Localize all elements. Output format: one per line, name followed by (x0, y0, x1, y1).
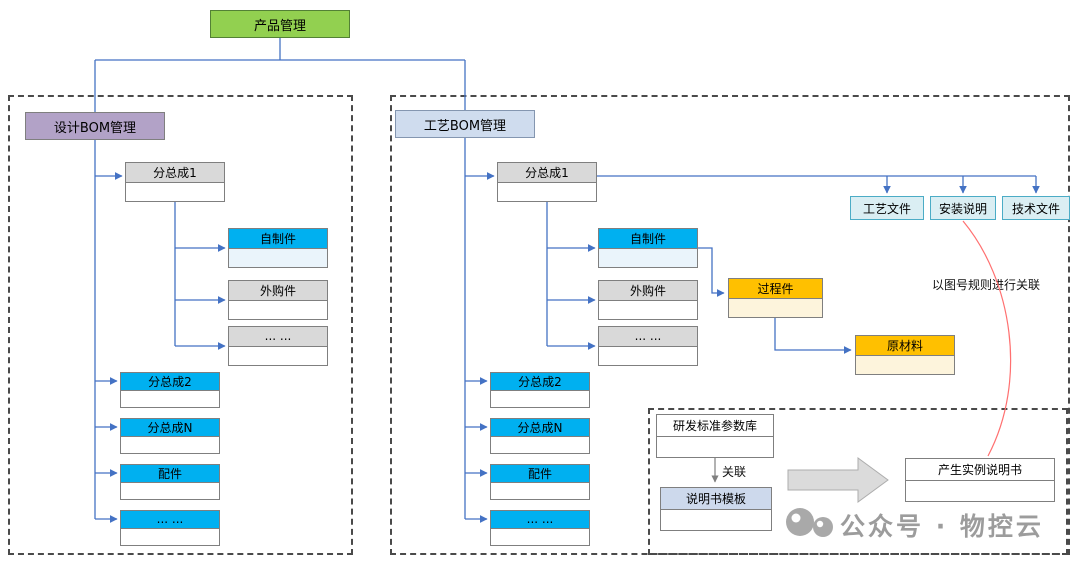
technical-file-box: 技术文件 (1002, 196, 1070, 220)
left-ellipsis-child-body (229, 346, 327, 365)
left-ellipsis-item-label: ... ... (121, 511, 219, 529)
left-subassembly-1-body (126, 182, 224, 201)
right-purchased-label: 外购件 (599, 281, 697, 301)
instance-manual-body (906, 480, 1054, 501)
param-library-node: 研发标准参数库 (656, 414, 774, 458)
right-subassembly-2-node: 分总成2 (490, 372, 590, 408)
right-ellipsis-item-body (491, 528, 589, 545)
left-ellipsis-item-body (121, 528, 219, 545)
drawing-number-rule-note: 以图号规则进行关联 (932, 278, 1041, 292)
left-purchased-body (229, 300, 327, 319)
left-selfmade-body (229, 248, 327, 267)
left-subassembly-2-label: 分总成2 (121, 373, 219, 391)
right-subassembly-1-body (498, 182, 596, 201)
right-purchased-body (599, 300, 697, 319)
left-accessories-body (121, 483, 219, 499)
right-ellipsis-child-label: ... ... (599, 327, 697, 347)
right-subassembly-2-label: 分总成2 (491, 373, 589, 391)
process-part-body (729, 298, 822, 317)
process-part-node: 过程件 (728, 278, 823, 318)
raw-material-body (856, 355, 954, 374)
param-library-body (657, 436, 773, 457)
design-bom-panel (8, 95, 353, 555)
right-accessories-label: 配件 (491, 465, 589, 483)
process-bom-label: 工艺BOM管理 (423, 118, 507, 134)
process-bom-header: 工艺BOM管理 (395, 110, 535, 138)
left-subassembly-2-node: 分总成2 (120, 372, 220, 408)
left-accessories-label: 配件 (121, 465, 219, 483)
manual-template-body (661, 509, 771, 530)
manual-template-label: 说明书模板 (661, 488, 771, 510)
right-ellipsis-item-node: ... ... (490, 510, 590, 546)
process-part-label: 过程件 (729, 279, 822, 299)
install-instruction-box: 安装说明 (930, 196, 996, 220)
right-selfmade-node: 自制件 (598, 228, 698, 268)
right-subassembly-1-label: 分总成1 (498, 163, 596, 183)
right-purchased-node: 外购件 (598, 280, 698, 320)
product-management-label: 产品管理 (253, 18, 306, 34)
raw-material-node: 原材料 (855, 335, 955, 375)
process-file-label: 工艺文件 (862, 201, 911, 216)
design-bom-label: 设计BOM管理 (53, 120, 137, 136)
left-ellipsis-child-label: ... ... (229, 327, 327, 347)
raw-material-label: 原材料 (856, 336, 954, 356)
association-label: 关联 (722, 465, 747, 479)
right-subassembly-n-node: 分总成N (490, 418, 590, 454)
left-subassembly-n-body (121, 437, 219, 453)
install-instruction-label: 安装说明 (938, 201, 987, 216)
left-subassembly-2-body (121, 391, 219, 407)
manual-template-node: 说明书模板 (660, 487, 772, 531)
technical-file-label: 技术文件 (1011, 201, 1060, 216)
right-ellipsis-item-label: ... ... (491, 511, 589, 529)
right-subassembly-n-label: 分总成N (491, 419, 589, 437)
left-subassembly-n-label: 分总成N (121, 419, 219, 437)
right-selfmade-body (599, 248, 697, 267)
left-subassembly-1-label: 分总成1 (126, 163, 224, 183)
left-selfmade-label: 自制件 (229, 229, 327, 249)
right-subassembly-1-node: 分总成1 (497, 162, 597, 202)
design-bom-header: 设计BOM管理 (25, 112, 165, 140)
right-accessories-node: 配件 (490, 464, 590, 500)
process-file-box: 工艺文件 (850, 196, 924, 220)
watermark-text: 公众号 · 物控云 (840, 512, 1044, 541)
right-accessories-body (491, 483, 589, 499)
right-selfmade-label: 自制件 (599, 229, 697, 249)
right-ellipsis-child-node: ... ... (598, 326, 698, 366)
instance-manual-label: 产生实例说明书 (906, 459, 1054, 481)
param-library-label: 研发标准参数库 (657, 415, 773, 437)
left-purchased-node: 外购件 (228, 280, 328, 320)
right-ellipsis-child-body (599, 346, 697, 365)
instance-manual-node: 产生实例说明书 (905, 458, 1055, 502)
left-purchased-label: 外购件 (229, 281, 327, 301)
right-subassembly-2-body (491, 391, 589, 407)
left-accessories-node: 配件 (120, 464, 220, 500)
left-ellipsis-item-node: ... ... (120, 510, 220, 546)
instance-generation-group (648, 408, 1068, 555)
right-subassembly-n-body (491, 437, 589, 453)
left-subassembly-1-node: 分总成1 (125, 162, 225, 202)
left-selfmade-node: 自制件 (228, 228, 328, 268)
left-ellipsis-child-node: ... ... (228, 326, 328, 366)
left-subassembly-n-node: 分总成N (120, 418, 220, 454)
product-management-node: 产品管理 (210, 10, 350, 38)
